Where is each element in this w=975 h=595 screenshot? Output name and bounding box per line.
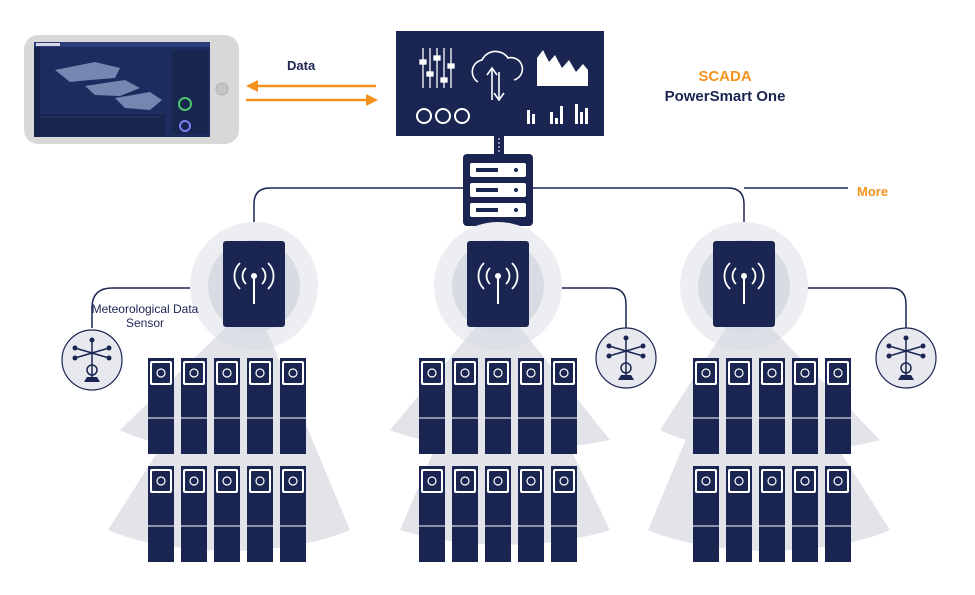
data-label: Data bbox=[287, 58, 316, 73]
mobile-device bbox=[24, 35, 239, 144]
meteorological-sensor-label: Meteorological Data Sensor bbox=[91, 302, 199, 330]
anemometer-icon bbox=[875, 327, 937, 389]
server-icon bbox=[463, 154, 533, 226]
gauge-icon bbox=[416, 108, 470, 124]
more-label: More bbox=[857, 184, 889, 199]
gauge-icon bbox=[179, 120, 191, 132]
bar-chart-icon bbox=[527, 104, 588, 124]
antenna-icon bbox=[712, 240, 776, 328]
anemometer-icon bbox=[595, 327, 657, 389]
antenna-icon bbox=[466, 240, 530, 328]
scada-label: SCADA bbox=[698, 68, 752, 85]
product-name: PowerSmart One bbox=[664, 88, 786, 105]
app-map-thumbnail bbox=[55, 62, 162, 110]
gauge-icon bbox=[178, 97, 192, 111]
anemometer-icon bbox=[61, 329, 123, 391]
scada-monitor bbox=[396, 31, 604, 154]
data-exchange-arrows bbox=[246, 80, 378, 106]
area-chart-icon bbox=[537, 50, 588, 86]
antenna-icon bbox=[222, 240, 286, 328]
cloud-upload-icon bbox=[471, 50, 524, 102]
slider-icon bbox=[419, 48, 455, 88]
